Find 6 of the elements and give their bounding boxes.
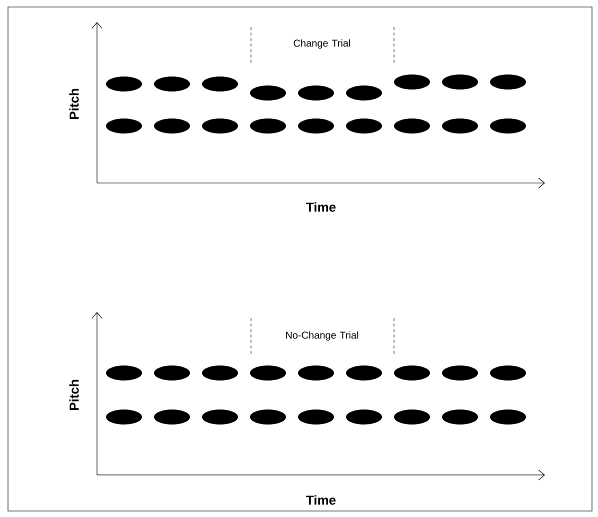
trial-label: No-Change Trial: [286, 331, 358, 341]
axis-label: Time: [306, 202, 336, 212]
axis-label: Pitch: [69, 88, 79, 120]
trial-label: Change Trial: [294, 39, 350, 49]
axis-label: Pitch: [69, 380, 79, 410]
axis-label: Time: [306, 495, 336, 505]
